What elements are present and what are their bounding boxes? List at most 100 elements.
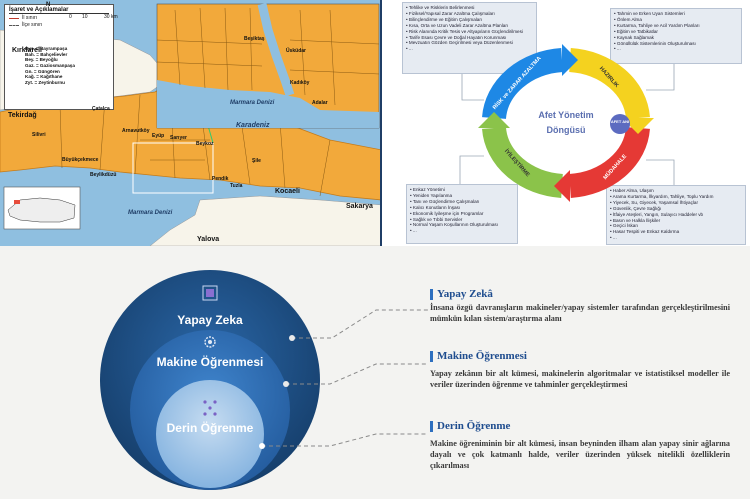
scale-30: 30 km	[104, 14, 118, 20]
legend-ilce-row: İlçe sınırı	[9, 22, 109, 28]
label-arnavutkoy: Arnavutköy	[122, 128, 150, 134]
legend-il: İl sınırı	[22, 15, 38, 22]
label-sariyer: Sarıyer	[170, 135, 187, 141]
response-item: Güvenlik, Çevre Sağlığı	[610, 206, 742, 212]
dl-network-icon	[203, 400, 217, 416]
response-item: Yiyecek, Su, Giyecek, Yaşamsal İhtiyaçla…	[610, 200, 742, 206]
ai-nested-circles: Yapay Zeka Makine Öğrenmesi Derin Öğrenm…	[100, 270, 428, 490]
abbreviation-item: Bys. = Bayrampaşa	[25, 46, 68, 52]
label-sakarya: Sakarya	[346, 203, 373, 210]
ml-body: Yapay zekânın bir alt kümesi, makineleri…	[430, 369, 730, 389]
preparedness-item: Eğitim ve Tatbikatlar	[614, 29, 738, 35]
afet-label: AFET ANI	[611, 119, 629, 124]
north-label: N	[46, 2, 51, 8]
label-kadikoy: Kadıköy	[290, 80, 310, 86]
response-item: Basın ve Halkla İlişkiler	[610, 218, 742, 224]
cycle-center-line2: Döngüsü	[547, 125, 586, 135]
label-sile: Şile	[252, 158, 261, 164]
phase-risk-arc	[482, 48, 564, 120]
abbreviation-item: Gaz. = Gaziosmanpaşa	[25, 63, 75, 68]
ml-heading: Makine Öğrenmesi	[430, 350, 730, 362]
response-item: Geçici İskan	[610, 223, 742, 229]
abbreviation-item: Zyt. = Zeytinburnu	[25, 79, 65, 85]
dl-body: Makine öğreniminin bir alt kümesi, insan…	[430, 439, 730, 470]
istanbul-highlight	[14, 200, 20, 204]
recovery-item: Tanı ve Güçlendirme Çalışmaları	[410, 199, 514, 205]
risk-reduction-list: Tehlike ve Risklerin BelirlenmesiFizikse…	[402, 2, 537, 74]
preparedness-item: ...	[614, 46, 738, 52]
label-kirklareli: Kırklareli	[12, 47, 42, 54]
afet-ani-badge	[610, 114, 630, 134]
recovery-item: Enkaz Yönetimi	[410, 187, 514, 193]
label-beykoz: Beykoz	[196, 141, 214, 147]
risk-reduction-item: Tarife Esası Çevre ve Doğal Hayatın Koru…	[406, 35, 533, 41]
preparedness-item: Tahmin ve Erken Uyarı Sistemleri	[614, 11, 738, 17]
label-besiktas: Beşiktaş	[244, 36, 265, 42]
arrow-head-green	[478, 112, 510, 128]
label-kocaeli: Kocaeli	[275, 188, 300, 195]
ml-gear-icon	[204, 336, 216, 348]
cycle-diagram: AFET ANI Afet Yönetim Döngüsü RİSK ve ZA…	[459, 44, 675, 202]
label-karadeniz: Karadeniz	[236, 122, 270, 129]
inset-district-borders	[156, 7, 380, 106]
preparedness-item: Önlem Alma	[614, 17, 738, 23]
recovery-item: Ekonomik İyileşme için Programlar	[410, 211, 514, 217]
preparedness-list: Tahmin ve Erken Uyarı SistemleriÖnlem Al…	[610, 8, 742, 64]
preparedness-item: Kurtarma, Tahliye ve Acil Yardım Planlar…	[614, 23, 738, 29]
ai-connectors	[262, 309, 428, 447]
il-line-swatch	[9, 18, 19, 20]
arrow-head-yellow	[622, 118, 654, 134]
phase-iyilestirme-arc	[482, 126, 564, 198]
label-silivri: Silivri	[32, 132, 46, 138]
recovery-item: ...	[410, 228, 514, 234]
response-item: ...	[610, 235, 742, 241]
risk-reduction-item: ...	[406, 46, 533, 52]
scale-10: 10	[82, 14, 88, 20]
risk-reduction-item: Tehlike ve Risklerin Belirlenmesi	[406, 5, 533, 11]
response-item: İtfaiye Ateşleri, Yangın, Sulayıcı Hadde…	[610, 212, 742, 218]
legend-il-row: İl sınırı	[9, 15, 109, 21]
circle-ml-label: Makine Öğrenmesi	[157, 354, 264, 369]
ai-chip-icon	[202, 285, 218, 301]
preparedness-item: Kaynak Sağlamak	[614, 35, 738, 41]
istanbul-map-panel: İşaret ve Açıklamalar İl sınırı İlçe sın…	[0, 0, 382, 246]
response-item: Arama Kurtarma, İlkyardım, Tahliye, Topl…	[610, 194, 742, 200]
disaster-cycle-panel: Tehlike ve Risklerin BelirlenmesiFizikse…	[384, 0, 750, 246]
abbreviation-item: Bey. = Beyoğlu	[25, 57, 58, 63]
ai-heading: Yapay Zekâ	[430, 288, 730, 300]
ai-description-block: Yapay Zekâ İnsana özgü davranışların mak…	[430, 288, 730, 324]
ml-dot	[283, 381, 289, 387]
phase-hazirlik-arc	[568, 48, 650, 120]
turkey-outline	[7, 197, 76, 223]
phase-mudahale-arc	[568, 126, 650, 198]
abbreviation-item: Kağ. = Kağıthane	[25, 74, 63, 80]
label-tekirdag: Tekirdağ	[8, 112, 37, 119]
label-catalca: Çatalca	[92, 106, 110, 112]
recovery-item: Yeniden Yapılanma	[410, 193, 514, 199]
risk-reduction-item: Fiziksel/Yapısal Zarar Azaltma Çalışmala…	[406, 11, 533, 17]
label-beylikduzu: Beylikdüzü	[90, 172, 117, 178]
bosphorus	[257, 2, 295, 97]
dl-dot	[259, 443, 265, 449]
map-legend: İşaret ve Açıklamalar İl sınırı İlçe sın…	[4, 4, 114, 110]
risk-reduction-item: Mevzuatın Gözden Geçirilmesi veya Düzenl…	[406, 40, 533, 46]
label-pendik: Pendik	[212, 176, 229, 182]
risk-reduction-item: Risk Alanında Kritik Tesis ve Altyapılar…	[406, 29, 533, 35]
scale-0: 0	[69, 14, 72, 20]
label-buyukcekmece: Büyükçekmece	[62, 157, 99, 163]
response-item: Hasar Tespiti ve Enkaz Kaldırma	[610, 229, 742, 235]
circle-ai-label: Yapay Zeka	[177, 313, 243, 327]
circle-dl-label: Derin Öğrenme	[167, 420, 254, 435]
response-item: Haber Alma, Ulaşım	[610, 188, 742, 194]
ai-body: İnsana özgü davranışların makineler/yapa…	[430, 303, 730, 323]
label-uskudar: Üsküdar	[286, 48, 307, 54]
recovery-item: Sağlık ve Tıbbi Servisler	[410, 217, 514, 223]
dl-inner-circle	[156, 380, 264, 488]
ilce-line-swatch	[9, 24, 19, 26]
label-yalova: Yalova	[197, 236, 220, 243]
abbreviation-item: Gn. = Güngören	[25, 68, 60, 74]
zoom-box	[132, 142, 214, 194]
label-tuzla: Tuzla	[230, 183, 243, 189]
recovery-item: Normal Yaşam Koşullarının Oluşturulması	[410, 222, 514, 228]
